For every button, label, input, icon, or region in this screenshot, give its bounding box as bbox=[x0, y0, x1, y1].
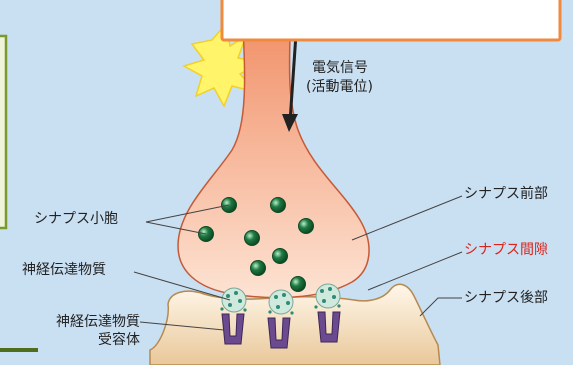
action-potential-label: (活動電位) bbox=[306, 79, 373, 96]
synaptic-cleft-label: シナプス間隙 bbox=[464, 242, 548, 259]
receptor-label-line2: 受容体 bbox=[28, 332, 140, 349]
neurotransmitter-label: 神経伝達物質 bbox=[22, 262, 106, 279]
presynaptic-label: シナプス前部 bbox=[464, 186, 548, 203]
receptor-label-line1: 神経伝達物質 bbox=[28, 314, 140, 331]
side-panel bbox=[0, 36, 6, 228]
electric-signal-label: 電気信号 bbox=[312, 60, 368, 77]
callout-box bbox=[222, 0, 560, 40]
postsynaptic-label: シナプス後部 bbox=[464, 290, 548, 307]
synaptic-vesicle-label: シナプス小胞 bbox=[34, 211, 118, 228]
